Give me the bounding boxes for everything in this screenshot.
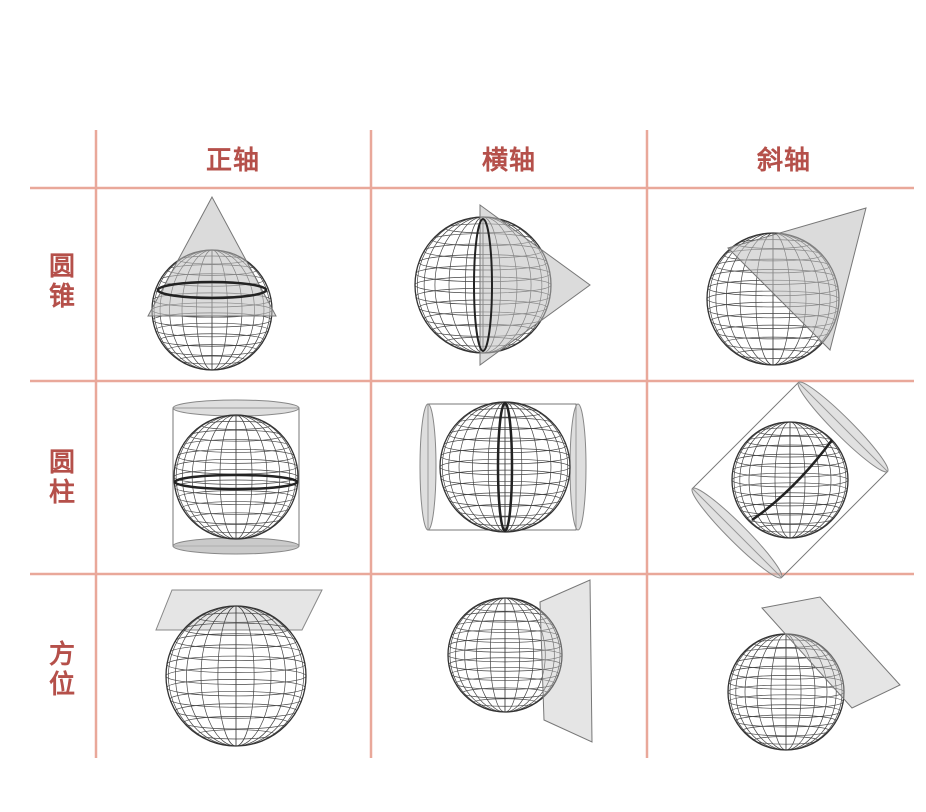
- row-header-cylindrical-char-1: 圆: [48, 448, 75, 478]
- cylinder-transverse-right: [569, 403, 587, 531]
- plane-transverse: [539, 579, 593, 743]
- row-header-conic-char-1: 圆: [48, 252, 75, 282]
- plane-normal: [155, 589, 323, 631]
- cone-transverse: [479, 204, 591, 366]
- globe-transverse-cylinder: [439, 401, 571, 533]
- row-header-azimuthal: 方 位: [42, 640, 82, 700]
- standard-parallel-normal: [156, 280, 268, 300]
- cone-normal: [147, 195, 277, 317]
- globe-normal-azimuthal: [165, 605, 307, 747]
- globe-normal-azimuthal-outline: [165, 605, 307, 747]
- table-grid: [30, 130, 914, 758]
- row-header-cylindrical: 圆 柱: [42, 448, 82, 508]
- row-header-azimuthal-char-1: 方: [48, 640, 75, 670]
- cylinder-normal-bottom: [172, 537, 300, 555]
- column-header-normal: 正轴: [205, 146, 260, 176]
- row-header-azimuthal-char-2: 位: [48, 670, 75, 700]
- column-header-oblique: 斜轴: [756, 146, 811, 176]
- plane-oblique: [761, 596, 901, 709]
- tangent-line-oblique-cylinder: [751, 439, 834, 522]
- row-header-cylindrical-char-2: 柱: [48, 478, 75, 508]
- standard-line-transverse: [473, 218, 493, 352]
- cone-oblique: [727, 207, 867, 351]
- globe-transverse-azimuthal-outline: [447, 597, 563, 713]
- globe-oblique-cylinder-outline: [731, 421, 849, 539]
- cylinder-transverse-left: [419, 403, 437, 531]
- tangent-line-normal-cylinder: [173, 473, 299, 491]
- cylinder-transverse-body: [427, 403, 577, 531]
- cylinder-normal-top: [172, 399, 300, 417]
- cylinder-oblique: [691, 381, 889, 579]
- row-header-conic-char-2: 锥: [48, 282, 75, 312]
- row-header-conic: 圆 锥: [42, 252, 82, 312]
- globe-normal-cylinder-outline: [173, 414, 299, 540]
- globe-oblique-cylinder: [731, 421, 849, 539]
- column-header-transverse: 横轴: [481, 146, 536, 176]
- tangent-line-transverse-cylinder: [496, 401, 514, 533]
- globe-transverse-azimuthal: [447, 597, 563, 713]
